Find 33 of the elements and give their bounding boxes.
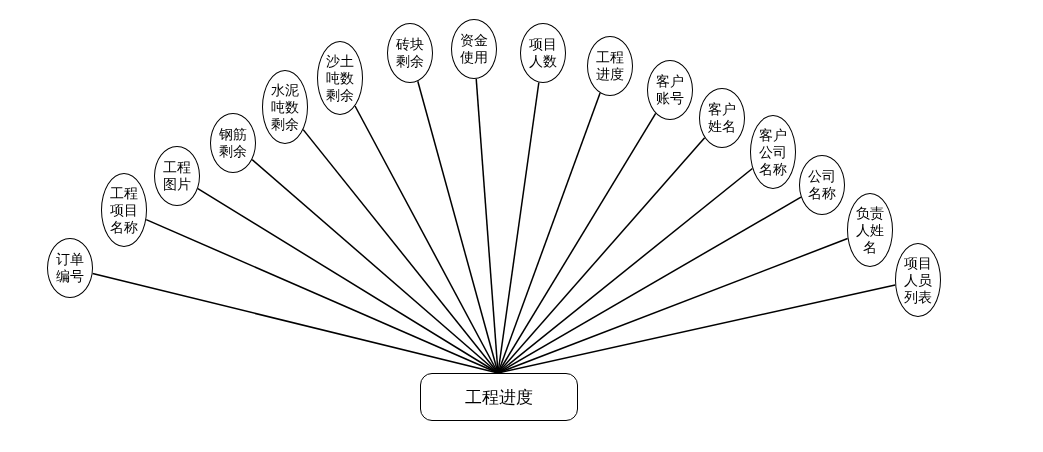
attribute-ellipse xyxy=(647,60,693,120)
node-label: 项目人员列表 xyxy=(903,254,933,306)
entity-box xyxy=(420,373,578,421)
connector-line xyxy=(497,81,540,374)
attribute-ellipse xyxy=(799,155,845,215)
node-label: 公司名称 xyxy=(807,168,837,202)
node-label: 客户公司名称 xyxy=(758,126,788,178)
node-label: 钢筋剩余 xyxy=(218,126,248,160)
node-label: 沙土吨数剩余 xyxy=(325,52,355,104)
attribute-ellipse xyxy=(451,19,497,79)
node-label: 工程图片 xyxy=(162,159,192,193)
attribute-ellipse xyxy=(47,238,93,298)
attribute-ellipse xyxy=(520,23,566,83)
node-label: 负责人姓名 xyxy=(855,204,885,256)
node-label: 工程进度 xyxy=(595,49,625,83)
node-label: 订单编号 xyxy=(55,251,85,285)
node-label: 工程进度 xyxy=(465,385,533,409)
node-label: 客户账号 xyxy=(655,73,685,107)
node-label: 资金使用 xyxy=(459,32,489,66)
node-label: 工程项目名称 xyxy=(109,184,139,236)
node-label: 客户姓名 xyxy=(707,101,737,135)
attribute-ellipse xyxy=(587,36,633,96)
node-label: 砖块剩余 xyxy=(395,36,425,70)
attribute-ellipse xyxy=(387,23,433,83)
attribute-ellipse xyxy=(699,88,745,148)
connector-line xyxy=(497,136,706,374)
attribute-ellipse xyxy=(210,113,256,173)
attribute-ellipse xyxy=(154,146,200,206)
attribute-ellipse xyxy=(317,41,363,115)
connector-line xyxy=(251,158,499,374)
node-label: 项目人数 xyxy=(528,36,558,70)
connector-line xyxy=(354,105,499,374)
node-label: 水泥吨数剩余 xyxy=(270,81,300,133)
